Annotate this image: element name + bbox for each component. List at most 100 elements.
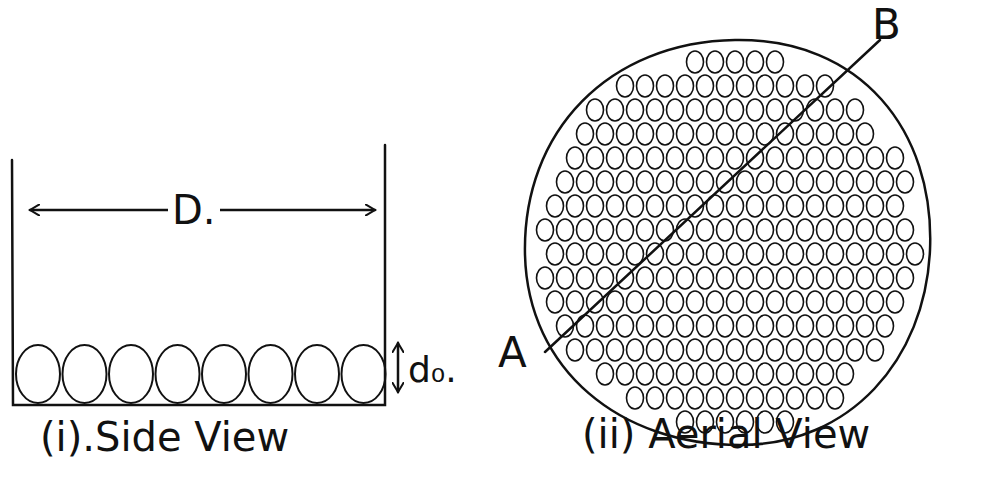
bead	[637, 75, 654, 97]
bead	[687, 291, 704, 313]
bead	[607, 99, 624, 121]
bead	[547, 291, 564, 313]
bead	[677, 171, 694, 193]
bead	[557, 315, 574, 337]
bead	[607, 195, 624, 217]
bead	[647, 291, 664, 313]
bead	[837, 267, 854, 289]
bead	[557, 171, 574, 193]
bead	[657, 171, 674, 193]
bead	[627, 387, 644, 409]
bead	[767, 99, 784, 121]
bead	[109, 345, 153, 403]
aerial-outline	[525, 40, 930, 445]
bead	[757, 171, 774, 193]
bead	[787, 195, 804, 217]
bead	[847, 243, 864, 265]
bead	[677, 123, 694, 145]
bead	[657, 315, 674, 337]
bead	[817, 219, 834, 241]
bead	[727, 291, 744, 313]
bead	[587, 195, 604, 217]
bead	[837, 219, 854, 241]
bead	[657, 75, 674, 97]
bead	[597, 315, 614, 337]
bead	[807, 99, 824, 121]
bead	[667, 99, 684, 121]
bead	[797, 75, 814, 97]
bead	[747, 51, 764, 73]
bead	[767, 243, 784, 265]
bead	[797, 123, 814, 145]
bead	[627, 291, 644, 313]
bead	[657, 363, 674, 385]
bead	[637, 267, 654, 289]
bead	[797, 363, 814, 385]
bead	[847, 291, 864, 313]
bead	[687, 51, 704, 73]
bead	[587, 243, 604, 265]
bead	[647, 147, 664, 169]
bead	[567, 243, 584, 265]
bead	[717, 219, 734, 241]
bead	[557, 267, 574, 289]
bead	[577, 219, 594, 241]
bead	[637, 315, 654, 337]
bead	[577, 171, 594, 193]
bead	[747, 99, 764, 121]
bead	[597, 219, 614, 241]
bead	[907, 243, 924, 265]
bead	[807, 147, 824, 169]
bead	[667, 291, 684, 313]
bead	[747, 387, 764, 409]
bead	[647, 387, 664, 409]
bead	[787, 291, 804, 313]
bead	[587, 99, 604, 121]
bead	[767, 147, 784, 169]
bead	[767, 291, 784, 313]
bead	[857, 171, 874, 193]
bead	[767, 195, 784, 217]
bead	[617, 219, 634, 241]
bead	[747, 339, 764, 361]
bead	[817, 75, 834, 97]
bead	[777, 75, 794, 97]
bead	[717, 171, 734, 193]
bead	[637, 363, 654, 385]
bead	[707, 387, 724, 409]
bead	[537, 219, 554, 241]
bead	[687, 99, 704, 121]
bead	[637, 171, 654, 193]
bead	[737, 171, 754, 193]
bead	[617, 363, 634, 385]
bead	[707, 51, 724, 73]
caption-label: (ii) Aerial View	[582, 412, 870, 456]
bead	[727, 243, 744, 265]
bead	[707, 147, 724, 169]
bead	[777, 123, 794, 145]
bead	[727, 387, 744, 409]
bead	[667, 339, 684, 361]
bead	[727, 99, 744, 121]
bead	[877, 219, 894, 241]
bead	[687, 387, 704, 409]
bead	[817, 171, 834, 193]
bead	[577, 315, 594, 337]
bead	[547, 243, 564, 265]
bead	[847, 339, 864, 361]
dimension-arrow	[397, 343, 400, 392]
bead	[817, 267, 834, 289]
bead	[657, 219, 674, 241]
bead	[787, 147, 804, 169]
bead	[577, 267, 594, 289]
bead	[647, 195, 664, 217]
bead	[807, 387, 824, 409]
bead	[647, 339, 664, 361]
bead	[837, 315, 854, 337]
caption-label: (i).Side View	[40, 415, 289, 459]
bead	[717, 75, 734, 97]
bead	[677, 75, 694, 97]
bead	[737, 219, 754, 241]
bead	[747, 291, 764, 313]
bead	[727, 195, 744, 217]
